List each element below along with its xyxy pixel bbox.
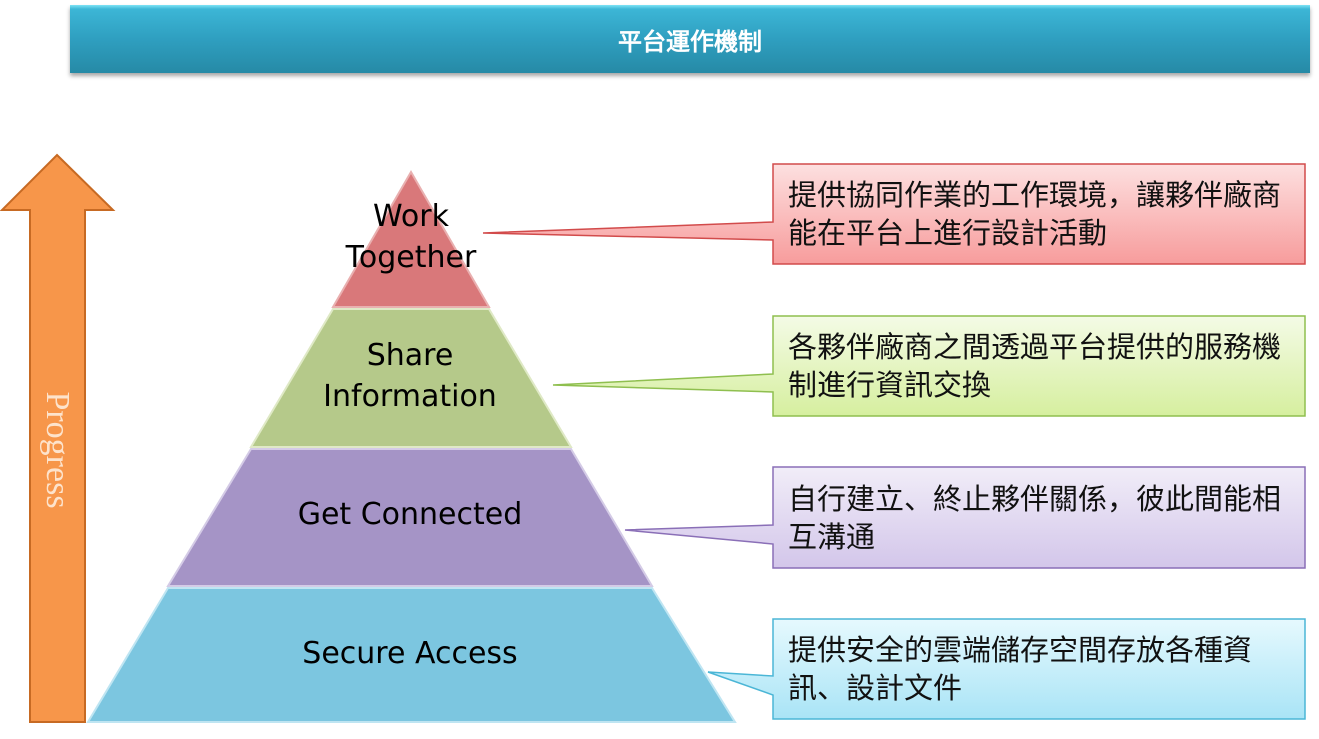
callout-secure-access: 提供安全的雲端儲存空間存放各種資訊、設計文件 bbox=[788, 633, 1253, 705]
callout-share-information: 各夥伴廠商之間透過平台提供的服務機制進行資訊交換 bbox=[788, 330, 1282, 402]
tier-label-line: Share bbox=[366, 338, 454, 373]
callout-shape-2 bbox=[552, 315, 1306, 417]
tier-label-line: Work bbox=[373, 199, 449, 234]
pyramid-tier-work-together bbox=[331, 170, 491, 308]
tier-label-get-connected: Get Connected bbox=[230, 494, 590, 535]
tier-label-work-together: Work Together bbox=[300, 196, 522, 278]
tier-label-line: Secure Access bbox=[302, 636, 518, 671]
pyramid-tier-get-connected bbox=[166, 448, 654, 587]
callout-get-connected: 自行建立、終止夥伴關係，彼此間能相互溝通 bbox=[788, 482, 1282, 554]
progress-label: Progress bbox=[39, 391, 76, 509]
title-banner: 平台運作機制 bbox=[70, 5, 1310, 73]
tier-label-share-information: Share Information bbox=[270, 335, 550, 417]
tier-label-secure-access: Secure Access bbox=[230, 633, 590, 674]
callout-shape-3 bbox=[624, 466, 1306, 569]
tier-label-line: Information bbox=[323, 379, 497, 414]
callout-shape-4 bbox=[707, 618, 1306, 720]
pyramid-tier-share-information bbox=[249, 308, 573, 448]
title-text: 平台運作機制 bbox=[618, 27, 762, 56]
pyramid-tier-secure-access bbox=[86, 587, 737, 723]
tier-label-line: Get Connected bbox=[297, 497, 523, 532]
tier-label-line: Together bbox=[345, 240, 477, 275]
callout-work-together: 提供協同作業的工作環境，讓夥伴廠商能在平台上進行設計活動 bbox=[788, 178, 1282, 250]
progress-arrow bbox=[0, 153, 116, 723]
callout-shape-1 bbox=[482, 163, 1306, 265]
